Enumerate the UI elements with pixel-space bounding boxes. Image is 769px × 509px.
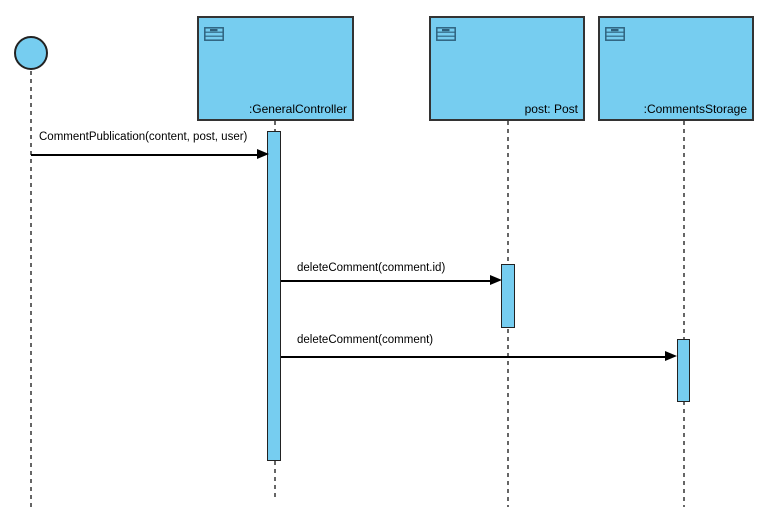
message-arrow[interactable] xyxy=(31,154,257,156)
participant-generalcontroller[interactable]: :GeneralController xyxy=(197,16,354,121)
message-arrow[interactable] xyxy=(281,356,665,358)
participant-label: :GeneralController xyxy=(248,102,347,116)
uml-object-icon xyxy=(436,27,456,41)
message-label: CommentPublication(content, post, user) xyxy=(39,131,248,143)
message-arrow[interactable] xyxy=(281,280,490,282)
lifeline-generalcontroller-lower xyxy=(274,461,276,501)
activation-bar-post[interactable] xyxy=(501,264,515,328)
participant-commentsstorage[interactable]: :CommentsStorage xyxy=(598,16,754,121)
uml-object-icon xyxy=(204,27,224,41)
lifeline-commentsstorage xyxy=(683,121,685,507)
activation-bar-commentsstorage[interactable] xyxy=(677,339,690,402)
message-label: deleteComment(comment.id) xyxy=(297,262,446,274)
uml-object-icon xyxy=(605,27,625,41)
lifeline-actor xyxy=(30,71,32,507)
message-label: deleteComment(comment) xyxy=(297,334,434,346)
participant-label: post: Post xyxy=(524,102,578,116)
lifeline-generalcontroller-upper xyxy=(274,121,276,131)
activation-bar-generalcontroller[interactable] xyxy=(267,131,281,461)
actor-circle[interactable] xyxy=(14,36,48,70)
arrowhead-icon xyxy=(665,351,677,361)
arrowhead-icon xyxy=(257,149,269,159)
participant-label: :CommentsStorage xyxy=(643,102,747,116)
arrowhead-icon xyxy=(490,275,502,285)
participant-post[interactable]: post: Post xyxy=(429,16,585,121)
